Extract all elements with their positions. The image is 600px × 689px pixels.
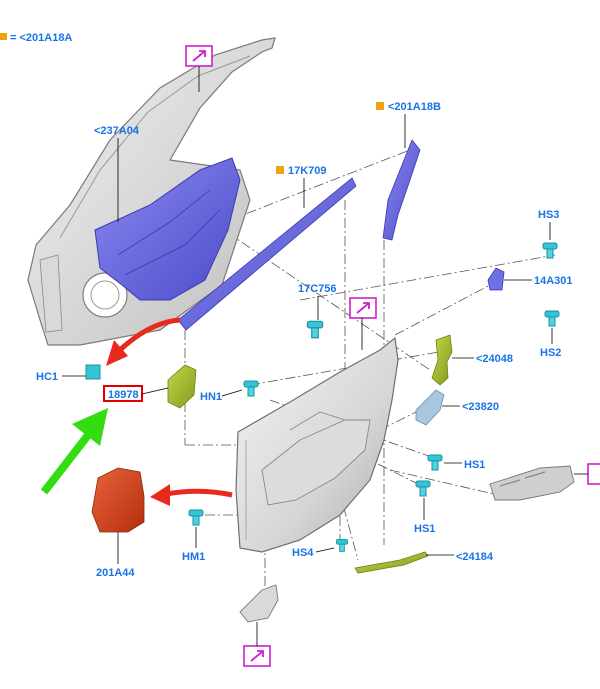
lower-strip	[354, 551, 429, 574]
label-18978: 18978	[108, 389, 139, 401]
label-24184: <24184	[456, 551, 494, 563]
label-hn1: HN1	[200, 391, 222, 403]
label-hs1-lower: HS1	[414, 523, 435, 535]
fastener-icon	[243, 380, 259, 397]
door-trim-panel	[235, 336, 399, 553]
label-23820: <23820	[462, 401, 499, 413]
label-hs4: HS4	[292, 547, 314, 559]
label-14a301: 14A301	[534, 275, 573, 287]
fastener-icon	[544, 310, 560, 327]
view-arrow-icon[interactable]	[185, 45, 213, 92]
switch-panel	[489, 465, 575, 501]
label-24048: <24048	[476, 353, 513, 365]
label-237a04: <237A04	[94, 125, 140, 137]
hc1-clip	[85, 364, 101, 380]
fastener-icon	[415, 480, 431, 497]
label-17k709: 17K709	[288, 165, 327, 177]
green-arrow	[40, 408, 108, 495]
label-hm1: HM1	[182, 551, 205, 563]
view-arrow-icon[interactable]	[349, 297, 377, 350]
label-hs3: HS3	[538, 209, 559, 221]
handle-bezel	[415, 389, 445, 426]
fastener-icon	[427, 454, 443, 471]
fastener-icon	[542, 242, 558, 259]
upper-trim-strips	[177, 139, 421, 331]
label-201a44: 201A44	[96, 567, 135, 579]
label-hs2: HS2	[540, 347, 561, 359]
legend: = <201A18A	[0, 32, 72, 44]
label-hc1: HC1	[36, 371, 58, 383]
watershield	[94, 157, 241, 301]
door-frame	[27, 37, 276, 346]
highlight-box	[103, 385, 143, 402]
bracket-14a301	[487, 267, 505, 291]
handle-cup	[167, 364, 197, 409]
marker-201a18b	[376, 102, 384, 110]
legend-text: = <201A18A	[10, 32, 72, 44]
view-arrow-icon[interactable]	[243, 622, 271, 667]
red-arrow-upper	[106, 317, 181, 366]
red-arrow-lower	[150, 484, 233, 506]
legend-marker	[0, 33, 7, 40]
fastener-icon	[188, 509, 204, 526]
armrest-insert	[431, 334, 453, 386]
marker-17k709	[276, 166, 284, 174]
label-hs1-upper: HS1	[464, 459, 485, 471]
label-201a18b: <201A18B	[388, 101, 441, 113]
fastener-icon	[306, 320, 324, 339]
view-arrow-icon[interactable]	[574, 463, 600, 485]
insulator-pad	[91, 467, 145, 533]
label-17c756: 17C756	[298, 283, 337, 295]
fastener-icon	[335, 538, 349, 552]
speaker-grille	[239, 584, 279, 623]
